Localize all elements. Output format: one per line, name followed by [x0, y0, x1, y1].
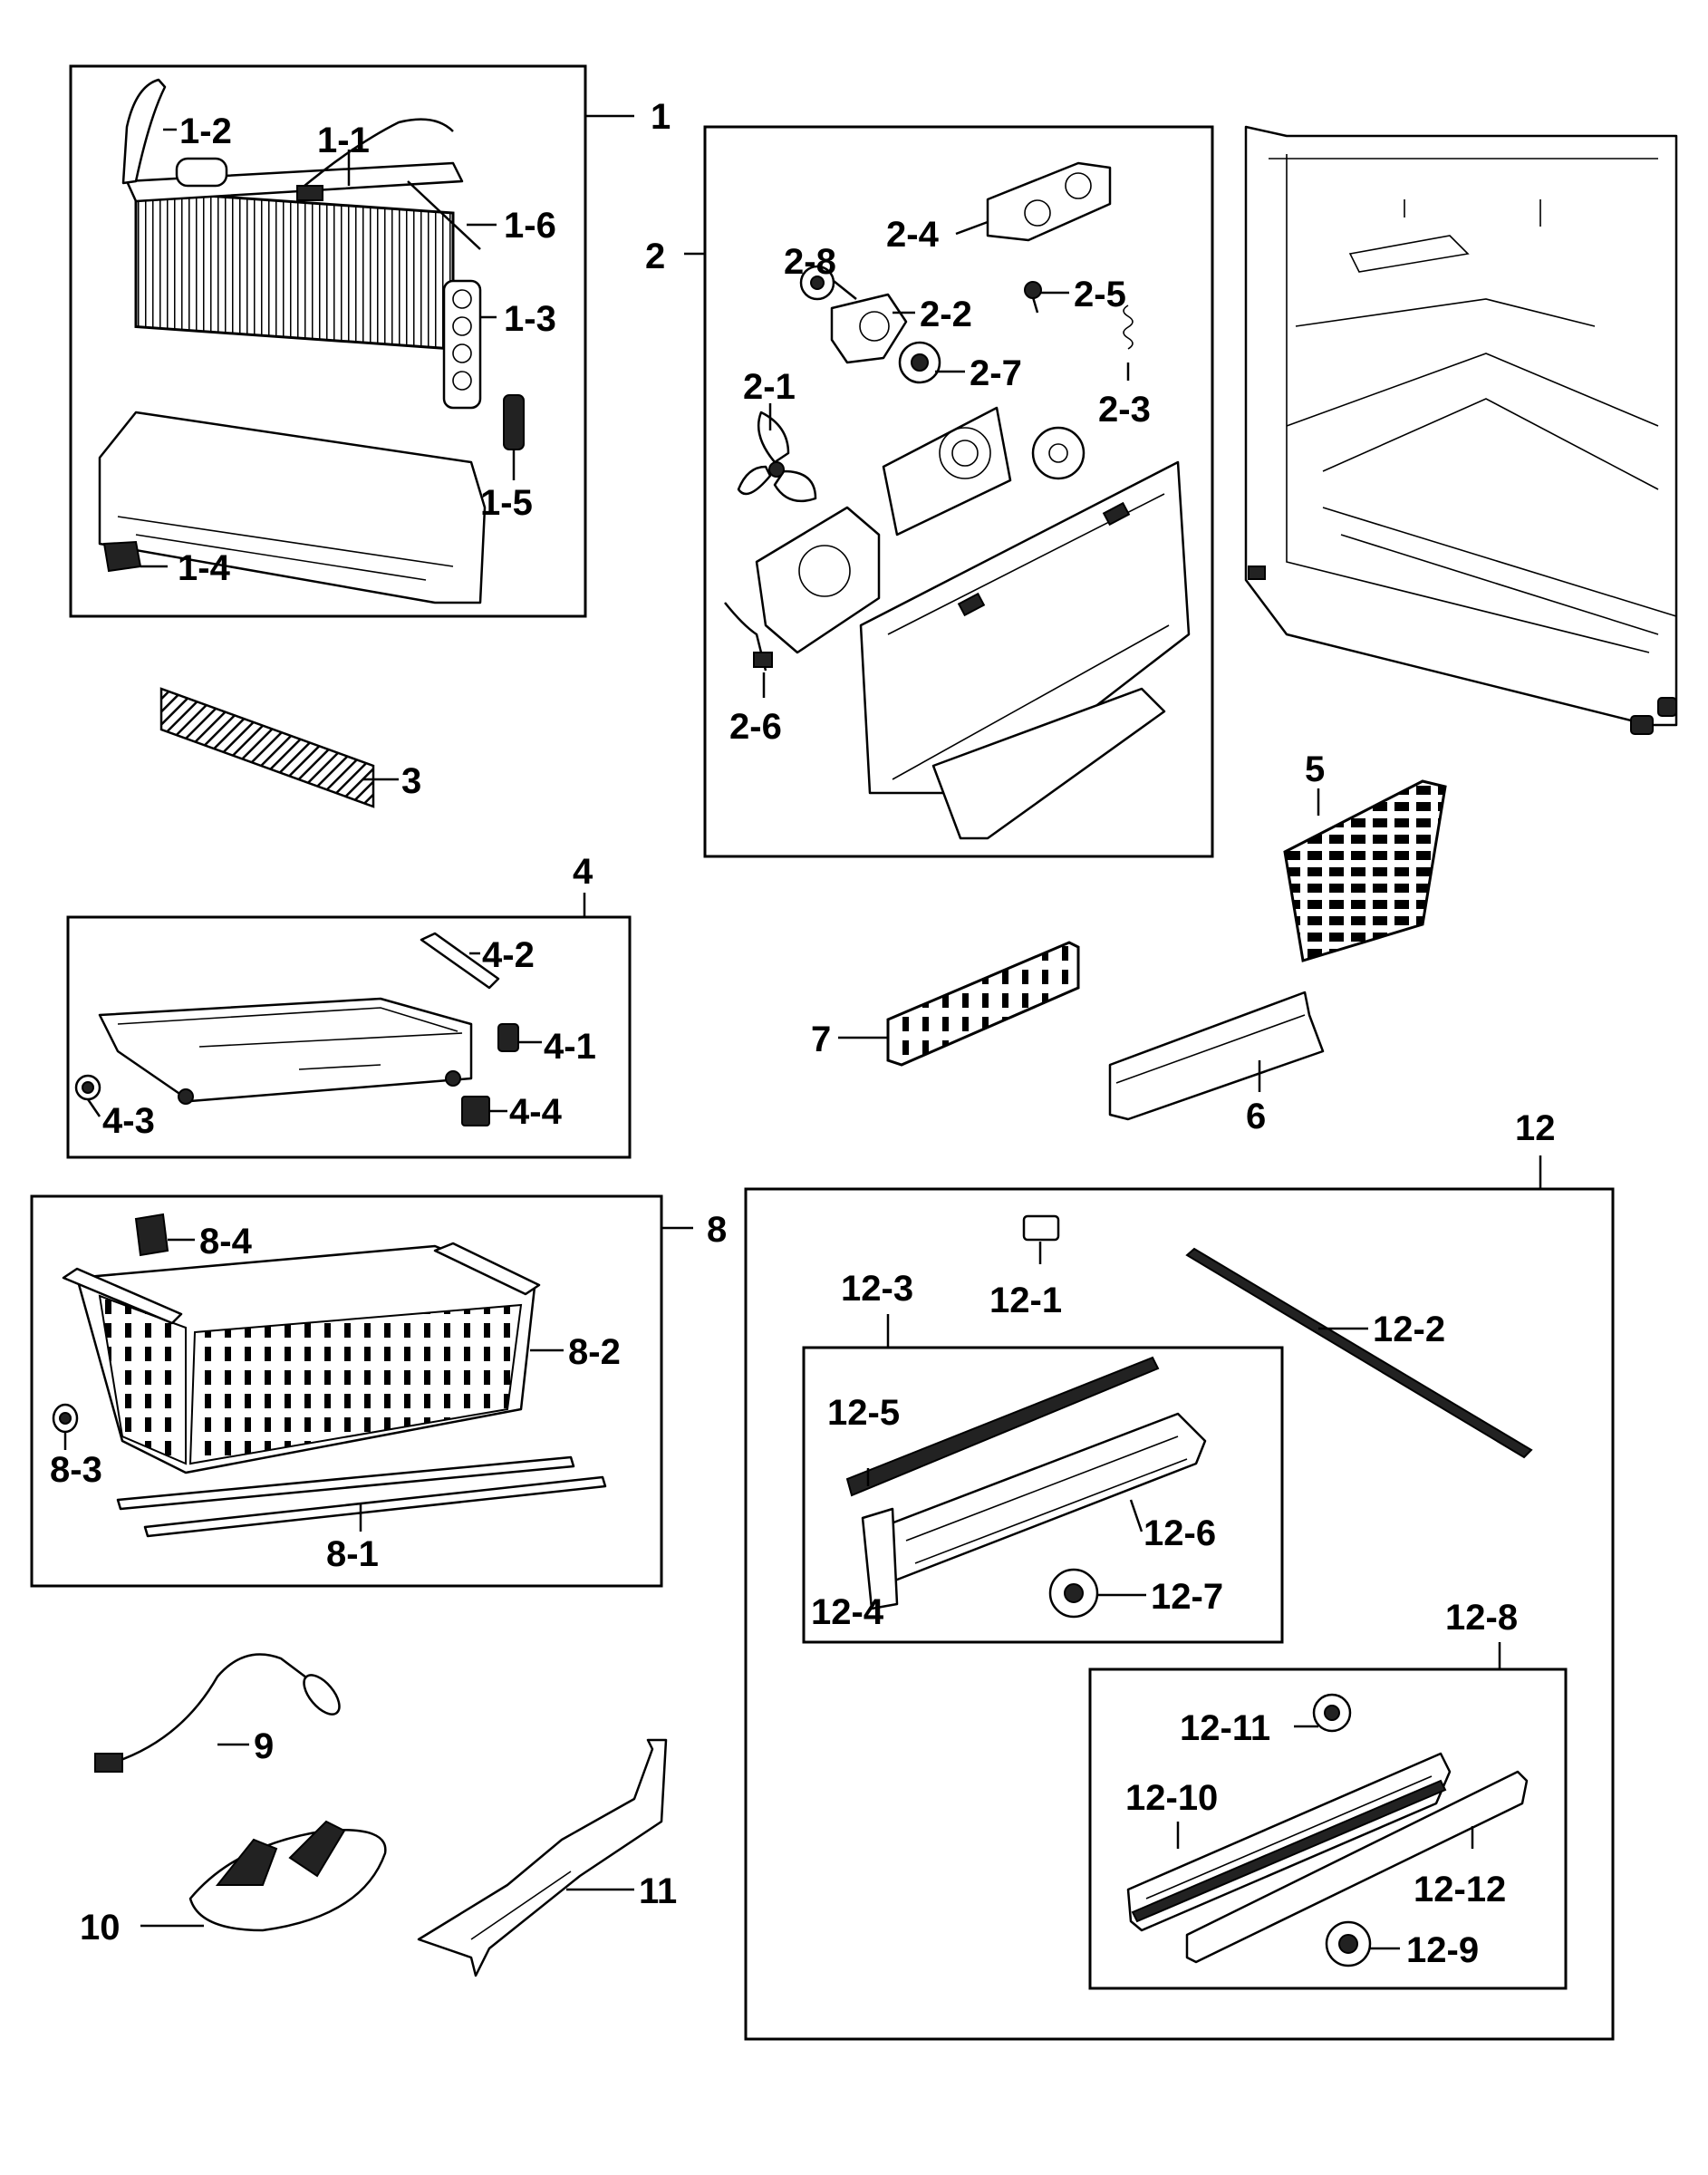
drain-pan: [98, 411, 487, 604]
cable-tie-1-6: [407, 180, 481, 250]
rail-12-5: [845, 1356, 1160, 1497]
part-7-guide: 7: [811, 941, 1080, 1067]
label-8-4: 8-4: [199, 1222, 253, 1262]
rail-12-4: [861, 1507, 899, 1610]
part-9-sensor: 9: [94, 1653, 341, 1773]
label-11: 11: [639, 1871, 677, 1911]
label-12-2: 12-2: [1373, 1310, 1445, 1349]
motor-bracket-2-4: [986, 161, 1112, 242]
group-4-box: [66, 915, 632, 1159]
bracket-8-4: [134, 1213, 169, 1257]
label-2-5: 2-5: [1074, 275, 1126, 314]
group-1-box: [69, 64, 587, 618]
label-8-2: 8-2: [568, 1332, 621, 1372]
part-6-bracket: 6: [1108, 991, 1325, 1136]
group-12-box: [744, 1187, 1615, 2041]
part-5-grille: 5: [1283, 749, 1447, 962]
evaporator-coil: [125, 157, 482, 410]
label-10: 10: [80, 1908, 121, 1948]
label-1-6: 1-6: [504, 206, 556, 246]
group-8-basket: 8 8-4 8-2 8-3 8-1: [30, 1194, 727, 1588]
label-1-5: 1-5: [480, 483, 533, 523]
label-4-3: 4-3: [102, 1101, 155, 1141]
group-2-box: [703, 125, 1214, 858]
part-3-strip: 3: [159, 687, 421, 808]
rail-8-1-a: [116, 1455, 575, 1511]
wire-harness-1-1: [298, 118, 454, 191]
label-12-12: 12-12: [1414, 1870, 1506, 1909]
rail-12-6: [868, 1412, 1207, 1583]
cap-12-1: [1022, 1214, 1060, 1242]
label-12-1: 12-1: [989, 1281, 1062, 1320]
clip-1-4: [102, 540, 142, 573]
group-12-rail-assembly: 12 12-1 12-2 12-3 12-5 12-6 12-4 12-7: [744, 1108, 1615, 2041]
impeller: [1031, 426, 1086, 480]
clip-4-1: [497, 1023, 519, 1052]
freezer-cabinet: [1244, 125, 1678, 735]
label-4-2: 4-2: [482, 935, 535, 975]
label-12-3: 12-3: [841, 1269, 913, 1309]
fan-housing: [755, 506, 881, 654]
fan-blade-2-1: [737, 411, 817, 503]
fuse-1-5: [503, 394, 525, 450]
label-4-1: 4-1: [544, 1027, 596, 1067]
part-10-cap: 10: [80, 1820, 387, 1948]
duct-tray: [931, 687, 1166, 840]
label-5: 5: [1305, 749, 1325, 789]
label-3: 3: [401, 761, 421, 801]
label-1-1: 1-1: [317, 121, 370, 160]
label-12-4: 12-4: [811, 1592, 884, 1632]
label-1: 1: [651, 97, 671, 137]
damper-motor-2-2: [830, 293, 908, 364]
harness-2-6: [724, 602, 767, 672]
label-12-5: 12-5: [827, 1393, 900, 1433]
group-12-3-box: [802, 1346, 1284, 1644]
rail-12-12: [1185, 1770, 1529, 1964]
label-8-3: 8-3: [50, 1450, 102, 1490]
label-4-4: 4-4: [509, 1092, 563, 1132]
label-2-2: 2-2: [920, 295, 972, 334]
label-2-1: 2-1: [743, 367, 796, 407]
group-8-box: [30, 1194, 663, 1588]
group-12-8-box: [1088, 1668, 1568, 1990]
label-9: 9: [254, 1726, 274, 1766]
group-1-evaporator: 1 1-2 1-1 1-6 1-3 1-5 1-4: [69, 64, 671, 618]
label-7: 7: [811, 1020, 831, 1059]
rail-4-2: [420, 932, 500, 990]
label-12-10: 12-10: [1125, 1778, 1218, 1818]
label-8-1: 8-1: [326, 1534, 379, 1574]
label-1-3: 1-3: [504, 299, 556, 339]
label-6: 6: [1246, 1097, 1266, 1136]
label-8: 8: [707, 1210, 727, 1250]
label-2-8: 2-8: [784, 242, 836, 282]
label-1-2: 1-2: [179, 111, 232, 151]
group-2-fan-assembly: 2: [645, 125, 1214, 858]
label-2-4: 2-4: [886, 215, 940, 255]
label-12-7: 12-7: [1151, 1577, 1223, 1617]
drawer-tray: [98, 997, 473, 1103]
rod-12-2: [1185, 1247, 1533, 1459]
label-12-8: 12-8: [1445, 1598, 1518, 1638]
label-4: 4: [573, 852, 593, 892]
part-11-cover: 11: [417, 1738, 677, 1977]
label-2: 2: [645, 237, 665, 276]
spring-2-3: [1123, 304, 1134, 350]
sensor-1-2: [121, 78, 167, 185]
label-12-6: 12-6: [1143, 1513, 1216, 1553]
label-12-9: 12-9: [1406, 1930, 1479, 1970]
rail-8-1-b: [143, 1475, 607, 1538]
label-2-7: 2-7: [970, 353, 1022, 393]
label-1-4: 1-4: [178, 548, 231, 588]
label-12-11: 12-11: [1180, 1708, 1270, 1748]
screw-2-5: [1024, 281, 1042, 299]
label-2-3: 2-3: [1098, 390, 1151, 430]
stopper-4-4: [461, 1096, 490, 1126]
group-4-drawer: 4 4-2 4-1 4-3 4-4: [66, 852, 632, 1159]
label-2-6: 2-6: [729, 707, 782, 747]
label-12: 12: [1515, 1108, 1556, 1148]
